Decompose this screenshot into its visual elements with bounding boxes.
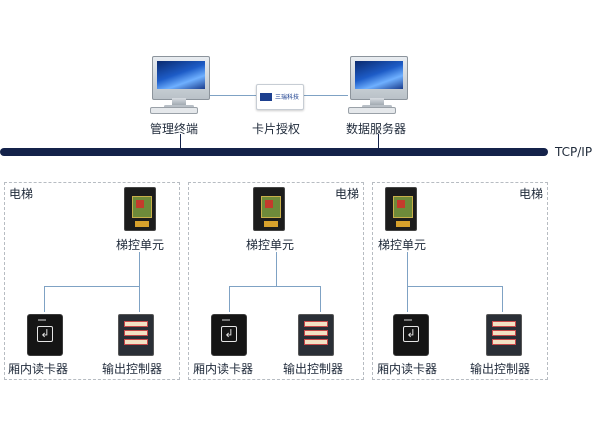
- output-controller-icon: [298, 314, 334, 356]
- car-card-reader-icon: ↲: [211, 314, 247, 356]
- output-controller-label: 输出控制器: [470, 362, 531, 376]
- elevator-group-3: 电梯: [372, 182, 548, 380]
- output-controller-label: 输出控制器: [102, 362, 163, 376]
- car-card-reader-label: 厢内读卡器: [377, 362, 438, 376]
- card-brand: 三瑞科技: [275, 94, 300, 101]
- elevator-control-unit-label: 梯控单元: [116, 238, 165, 252]
- keyboard-icon: [348, 107, 396, 114]
- car-card-reader-icon: ↲: [27, 314, 63, 356]
- server-bus-drop: [378, 134, 379, 148]
- car-card-reader-icon: ↲: [393, 314, 429, 356]
- elevator-group-2: 电梯: [188, 182, 364, 380]
- keyboard-icon: [150, 107, 198, 114]
- management-terminal-label: 管理终端: [150, 122, 199, 136]
- group-title: 电梯: [519, 187, 544, 201]
- elevator-control-unit-icon: [124, 187, 156, 231]
- car-card-reader-label: 厢内读卡器: [8, 362, 69, 376]
- data-server-label: 数据服务器: [346, 122, 407, 136]
- elevator-group-1: 电梯: [4, 182, 180, 380]
- bus-protocol-label: TCP/IP: [555, 145, 593, 159]
- elevator-control-unit-label: 梯控单元: [378, 238, 427, 252]
- link-terminal-card: [210, 95, 256, 96]
- terminal-bus-drop: [180, 134, 181, 148]
- card-authorization-label: 卡片授权: [252, 122, 301, 136]
- car-card-reader-label: 厢内读卡器: [193, 362, 254, 376]
- group-title: 电梯: [335, 187, 360, 201]
- monitor-icon: [152, 56, 210, 100]
- elevator-control-unit-icon: [253, 187, 285, 231]
- group-title: 电梯: [9, 187, 34, 201]
- output-controller-label: 输出控制器: [283, 362, 344, 376]
- card-icon: 三瑞科技: [256, 84, 304, 110]
- monitor-icon: [350, 56, 408, 100]
- link-card-server: [304, 95, 348, 96]
- output-controller-icon: [486, 314, 522, 356]
- network-bus: [0, 148, 548, 156]
- elevator-control-unit-label: 梯控单元: [246, 238, 295, 252]
- output-controller-icon: [118, 314, 154, 356]
- elevator-control-unit-icon: [385, 187, 417, 231]
